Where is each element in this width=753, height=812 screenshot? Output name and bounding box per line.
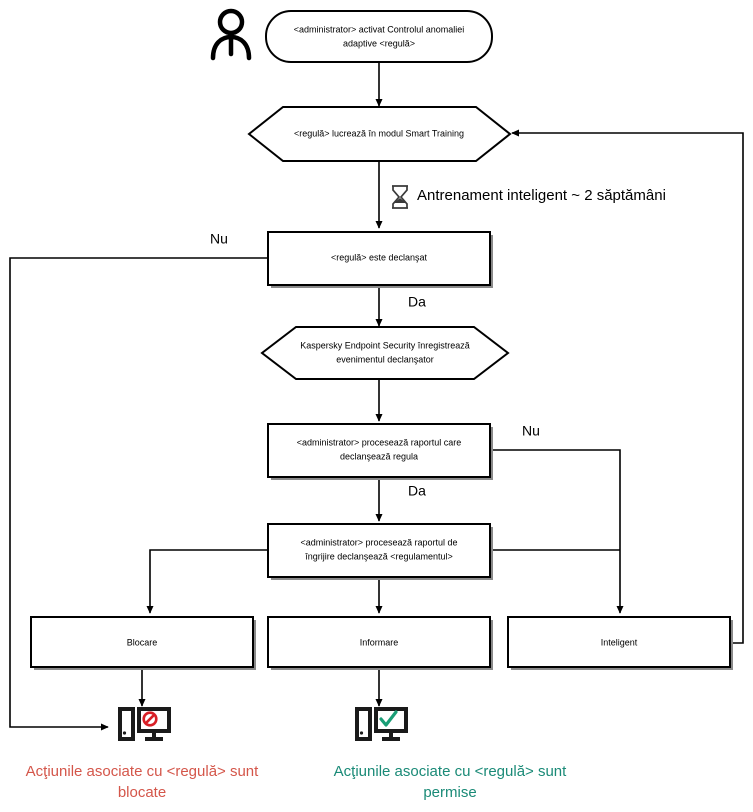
node-action-inform: Informare [267, 616, 493, 670]
node-kes-logs-event: Kaspersky Endpoint Security înregistreaz… [260, 326, 510, 380]
edge-smart-to-smart-training-loop [511, 129, 744, 644]
edge-label-yes-rule: Da [408, 294, 426, 310]
computer-allowed-icon [355, 707, 408, 741]
node-kes-logs-label-line2: evenimentul declanşator [336, 354, 434, 364]
node-admin-report-label-line2: declanşează regula [340, 451, 418, 461]
edge-no-rule-to-blocked-icon [9, 257, 268, 731]
node-admin-care-label-line1: <administrator> procesează raportul de [300, 537, 457, 547]
node-action-inform-label: Informare [360, 637, 399, 647]
edge-admin-care-to-block [146, 549, 268, 614]
training-duration-note: Antrenament inteligent ~ 2 săptămâni [392, 185, 666, 209]
node-rule-triggered: <regulă> este declanşat [267, 231, 493, 288]
node-start-label-line2: adaptive <regulă> [343, 38, 415, 48]
node-start-label-line1: <administrator> activat Controlul anomal… [294, 24, 465, 34]
node-kes-logs-label-line1: Kaspersky Endpoint Security înregistreaz… [300, 340, 470, 350]
caption-allowed: Acţiunile asociate cu <regulă> sunt perm… [334, 763, 567, 801]
node-action-block-label: Blocare [127, 637, 158, 647]
training-duration-label: Antrenament inteligent ~ 2 săptămâni [417, 187, 666, 204]
computer-blocked-icon [118, 707, 171, 741]
node-action-smart: Inteligent [507, 616, 733, 670]
node-admin-report-label-line1: <administrator> procesează raportul care [297, 437, 462, 447]
caption-blocked: Acţiunile asociate cu <regulă> sunt bloc… [26, 763, 259, 801]
node-admin-processes-care-report: <administrator> procesează raportul de î… [267, 523, 493, 580]
node-rule-triggered-label: <regulă> este declanşat [331, 252, 428, 262]
node-admin-processes-report: <administrator> procesează raportul care… [267, 423, 493, 480]
edge-label-no-admin-report: Nu [522, 423, 540, 439]
caption-allowed-line1: Acţiunile asociate cu <regulă> sunt [334, 763, 567, 780]
node-action-block: Blocare [30, 616, 256, 670]
caption-blocked-line2: blocate [118, 784, 166, 801]
caption-allowed-line2: permise [423, 784, 476, 801]
edge-no-admin-report-to-smart [490, 449, 624, 614]
caption-blocked-line1: Acţiunile asociate cu <regulă> sunt [26, 763, 259, 780]
node-action-smart-label: Inteligent [601, 637, 638, 647]
hourglass-icon [392, 185, 408, 209]
node-smart-training: <regulă> lucrează în modul Smart Trainin… [247, 106, 512, 162]
administrator-actor-icon [210, 8, 252, 61]
node-admin-care-label-line2: îngrijire declanşează <regulamentul> [304, 551, 453, 561]
node-start: <administrator> activat Controlul anomal… [265, 10, 493, 63]
node-smart-training-label: <regulă> lucrează în modul Smart Trainin… [294, 128, 464, 138]
edge-label-no-rule: Nu [210, 231, 228, 247]
edge-label-yes-admin-report: Da [408, 483, 426, 499]
